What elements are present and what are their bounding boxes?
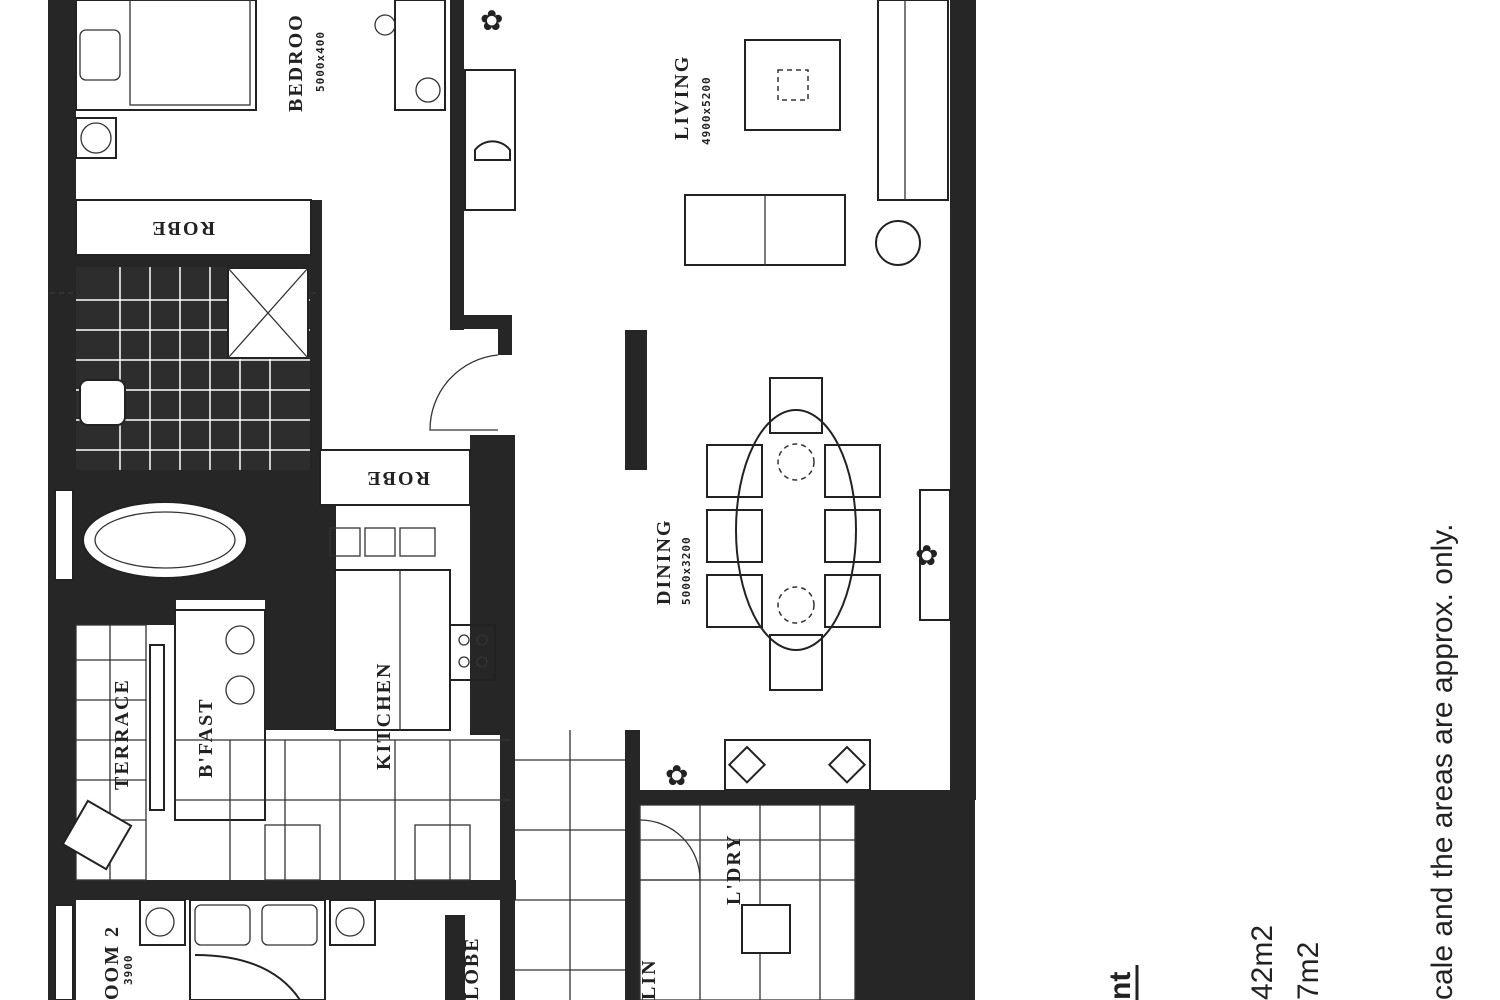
plant-icon: ✿ [665, 761, 688, 792]
walls [48, 0, 976, 1000]
plant-icon: ✿ [915, 541, 938, 572]
laundry-fixtures [639, 804, 856, 1000]
dining-furniture: ✿ ✿ [665, 377, 951, 792]
dining-dims: 5000x3200 [680, 536, 693, 605]
notes: nt 42m2 7m2 cale and the areas are appro… [1104, 524, 1459, 1000]
door-swing [429, 354, 499, 431]
terrace-tiles [61, 624, 147, 881]
bedroom2-furniture [139, 899, 465, 1000]
bedroom1-label: BEDROO [285, 13, 307, 112]
living-dims: 4900x5200 [700, 76, 713, 145]
area-2: 7m2 [1292, 942, 1325, 1000]
robe1-label: ROBE [150, 217, 215, 239]
plant-icon: ✿ [480, 6, 503, 37]
robe3-label: LOBE [461, 936, 483, 1000]
linen-label: LIN [638, 958, 660, 1000]
bedroom2-label: OOM 2 [101, 925, 123, 1000]
kitchen-fixtures [174, 527, 510, 881]
dining-label: DINING [653, 519, 675, 605]
room-labels: BEDROO 5000x400 LIVING 4900x5200 DINING … [101, 13, 745, 1000]
area-1: 42m2 [1246, 925, 1279, 1000]
hall-tiles [515, 730, 625, 1000]
bedroom1-dims: 5000x400 [314, 31, 327, 92]
living-furniture: ✿ [464, 0, 949, 266]
bathroom-tiles [76, 267, 310, 579]
living-label: LIVING [671, 55, 693, 140]
disclaimer: cale and the areas are approx. only. [1426, 524, 1459, 1000]
kitchen-label: KITCHEN [373, 662, 395, 770]
bfast-label: B'FAST [195, 697, 217, 778]
robe2-label: ROBE [365, 467, 430, 489]
terrace-label: TERRACE [111, 678, 133, 790]
notes-heading: nt [1104, 972, 1137, 1000]
laundry-label: L'DRY [723, 833, 745, 905]
robe-2-cabinet [319, 449, 471, 506]
bedroom1-furniture [75, 0, 446, 256]
bedroom2-dims: 3900 [122, 955, 135, 986]
